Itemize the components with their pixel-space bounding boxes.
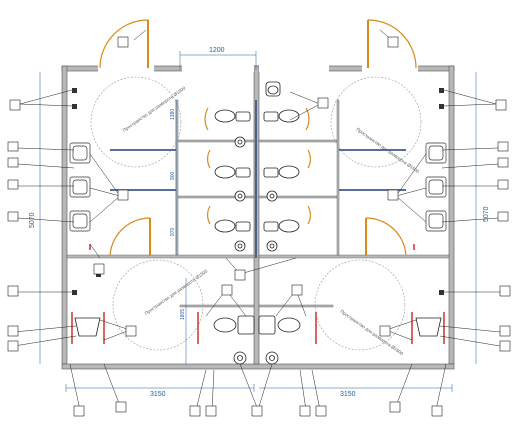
turning-circle-icon (90, 76, 422, 351)
dimension-cubicle-3: 970 (170, 227, 176, 236)
dimension-width-top: 1200 (209, 47, 225, 54)
dimension-height-right: 5070 (483, 206, 490, 222)
dimension-width-right: 3150 (340, 391, 356, 398)
dimension-cubicle-2: 900 (170, 171, 176, 180)
turning-circle-note-4: Пространство для разворота Ø1500 (339, 309, 404, 357)
toilet-icon (213, 81, 301, 335)
dimension-lines (39, 51, 477, 392)
dimension-height-left: 5070 (29, 212, 36, 228)
dimension-cubicle-1: 1380 (170, 109, 176, 120)
urinal-icon (74, 317, 442, 337)
dimension-lower-mid: 1805 (180, 309, 186, 320)
turning-circle-note-3: Пространство для разворота Ø1500 (144, 268, 209, 316)
wall-fixture-icon (72, 88, 444, 295)
leader-lines (13, 29, 501, 411)
dimension-width-left: 3150 (150, 391, 166, 398)
floor-drain-icon (233, 136, 279, 365)
washbasin-icon (69, 142, 447, 232)
walls (61, 65, 455, 370)
callout-tag-icon (7, 36, 511, 417)
grab-bar-icon (71, 244, 445, 344)
door-swing-icon (99, 19, 417, 259)
